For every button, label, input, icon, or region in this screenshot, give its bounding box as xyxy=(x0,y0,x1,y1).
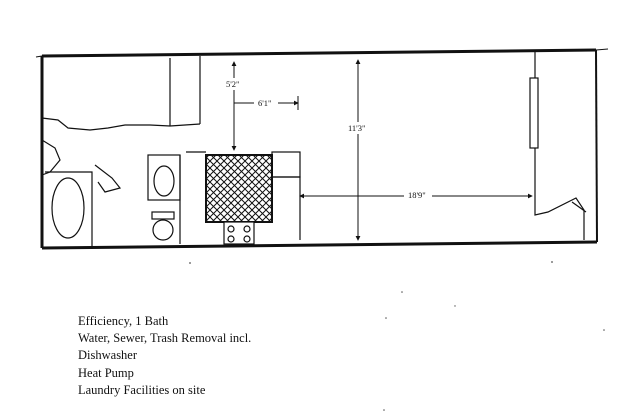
kitchen xyxy=(186,151,301,245)
window xyxy=(529,77,539,149)
dimension-label-room-height: 11'3" xyxy=(348,123,365,133)
exterior-walls xyxy=(35,48,609,250)
burner-icon xyxy=(227,235,235,243)
amenity-item: Dishwasher xyxy=(78,348,138,363)
amenity-item: Laundry Facilities on site xyxy=(78,382,206,397)
dimension-label-room-length: 18'9" xyxy=(408,190,426,200)
right-wall-features xyxy=(529,50,587,240)
burner-icon xyxy=(227,225,235,233)
amenities-list: Efficiency, 1 Bath Water, Sewer, Trash R… xyxy=(78,313,251,399)
dimension-label-horizontal-short: 6'1" xyxy=(258,98,272,108)
bathtub xyxy=(51,177,85,239)
kitchen-island xyxy=(205,154,273,223)
scan-specks xyxy=(189,261,605,411)
amenity-item: Water, Sewer, Trash Removal incl. xyxy=(78,331,252,346)
vanity xyxy=(147,154,181,201)
sink-bowl xyxy=(153,165,175,197)
toilet-bowl xyxy=(152,219,174,241)
dimension-lines xyxy=(231,59,533,241)
bathroom xyxy=(45,154,181,246)
amenity-item: Heat Pump xyxy=(78,365,134,380)
toilet-tank xyxy=(151,211,175,220)
refrigerator xyxy=(271,151,301,178)
closet xyxy=(41,56,201,193)
amenity-item: Efficiency, 1 Bath xyxy=(78,314,169,328)
burner-icon xyxy=(243,235,251,243)
stove xyxy=(223,221,255,245)
burner-icon xyxy=(243,225,251,233)
dimension-label-vertical-left: 5'2" xyxy=(226,79,240,89)
